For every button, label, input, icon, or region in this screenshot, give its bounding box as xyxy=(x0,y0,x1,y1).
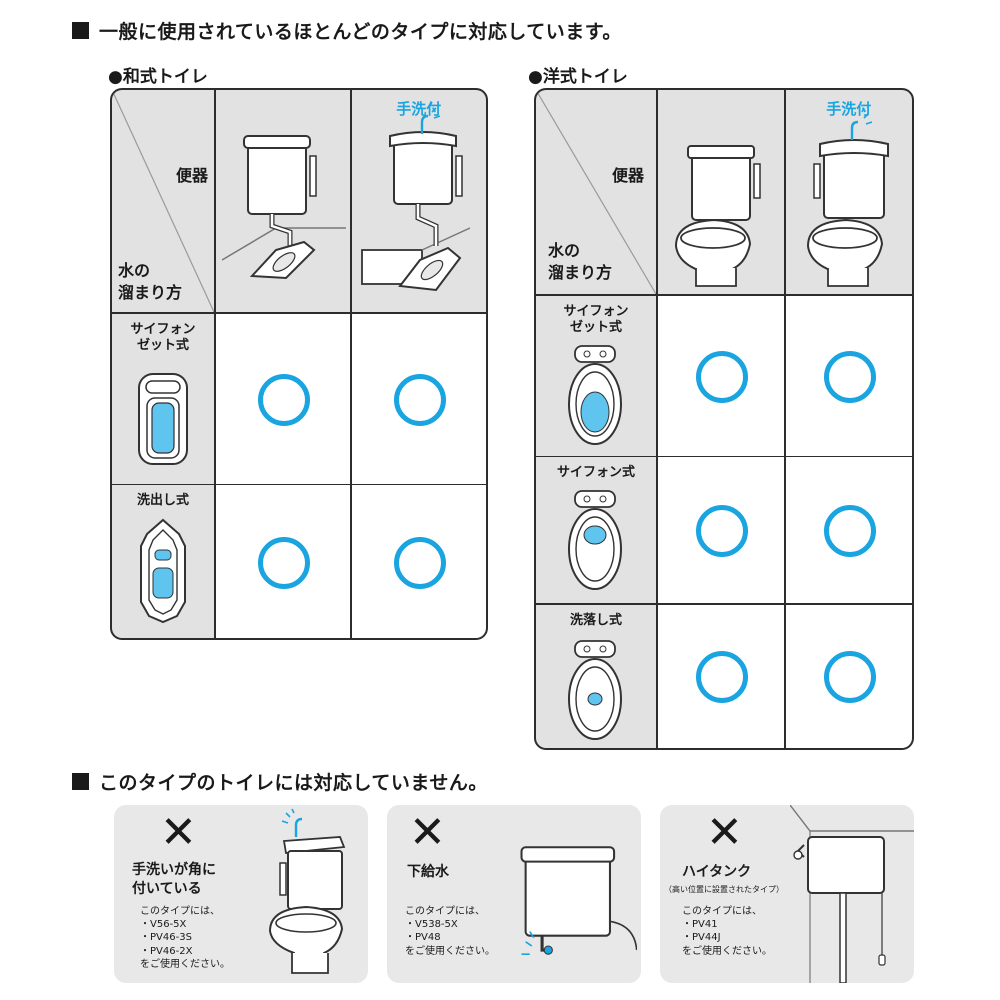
cell-western-sink-washdown xyxy=(785,604,912,748)
bottom-supply-tank-icon xyxy=(520,846,637,956)
washdown-western-bowl-icon xyxy=(568,639,622,740)
siphon-jet-western-bowl-icon xyxy=(568,344,622,445)
alternative-models: このタイプには、 ・V538-5X ・PV48 をご使用ください。 xyxy=(405,906,495,957)
western-toilet-icon xyxy=(674,145,761,287)
japanese-toilet-table: 便器 水の 溜まり方 手洗付 xyxy=(110,88,488,640)
cell-japanese-sink-washout xyxy=(351,485,486,638)
siphon-label: サイフォン式 xyxy=(556,465,635,480)
western-toilet-with-sink-icon xyxy=(806,107,889,287)
cell-japanese-siphon-jet xyxy=(215,313,350,484)
square-bullet-icon xyxy=(72,22,89,39)
supported-circle-mark xyxy=(695,350,748,403)
water-pooling-label: 水の 溜まり方 xyxy=(548,241,613,282)
western-toilet-title: ●洋式トイレ xyxy=(528,67,628,87)
alternative-models: このタイプには、 ・PV41 ・PV44J をご使用ください。 xyxy=(682,906,772,957)
cell-western-siphon-jet xyxy=(657,295,784,456)
toilet-bowl-label: 便器 xyxy=(611,166,644,185)
western-toilet-sink-column: 手洗付 xyxy=(785,90,912,294)
cell-western-washdown xyxy=(657,604,784,748)
cell-western-sink-siphon xyxy=(785,457,912,603)
supported-circle-mark xyxy=(823,350,876,403)
high-tank-icon xyxy=(790,805,914,983)
supported-heading: 一般に使用されているほとんどのタイプに対応しています。 xyxy=(72,17,622,44)
siphon-western-bowl-icon xyxy=(568,490,622,590)
supported-circle-mark xyxy=(257,373,310,426)
western-toilet-column xyxy=(657,90,784,294)
row-label-siphon: サイフォン式 xyxy=(536,457,656,603)
japanese-toilet-icon xyxy=(221,135,346,280)
washout-label: 洗出し式 xyxy=(136,493,189,508)
japanese-toilet-sink-column: 手洗付 xyxy=(351,90,486,312)
supported-circle-mark xyxy=(393,373,446,426)
row-label-washout: 洗出し式 xyxy=(112,485,214,638)
square-bullet-icon xyxy=(72,773,89,790)
cross-mark-icon: ✕ xyxy=(160,807,197,858)
diagonal-divider xyxy=(112,90,214,312)
japanese-toilet-column xyxy=(215,90,350,312)
supported-circle-mark xyxy=(695,505,748,557)
supported-circle-mark xyxy=(257,536,310,589)
cell-japanese-washout xyxy=(215,485,350,638)
unsupported-card-corner-sink: ✕ 手洗いが角に 付いている このタイプには、 ・V56-5X ・PV46-3S… xyxy=(114,805,368,983)
corner-sink-toilet-icon xyxy=(268,808,346,974)
cell-western-sink-siphon-jet xyxy=(785,295,912,456)
supported-circle-mark xyxy=(823,505,876,557)
toilet-bowl-label: 便器 xyxy=(175,166,208,185)
table-corner: 便器 水の 溜まり方 xyxy=(112,90,214,312)
unsupported-card-high-tank: ✕ ハイタンク （高い位置に設置されたタイプ） このタイプには、 ・PV41 ・… xyxy=(660,805,914,983)
cross-mark-icon: ✕ xyxy=(409,807,446,858)
siphon-jet-bowl-icon xyxy=(138,372,188,465)
washout-bowl-icon xyxy=(140,518,186,624)
table-corner: 便器 水の 溜まり方 xyxy=(536,90,656,294)
hand-wash-badge: 手洗付 xyxy=(826,100,872,118)
card-title: 手洗いが角に 付いている xyxy=(132,862,216,897)
washdown-label: 洗落し式 xyxy=(569,612,622,628)
supported-circle-mark xyxy=(393,536,446,589)
cross-mark-icon: ✕ xyxy=(706,807,743,858)
alternative-models: このタイプには、 ・V56-5X ・PV46-3S ・PV46-2X をご使用く… xyxy=(140,906,230,970)
supported-circle-mark xyxy=(695,651,748,704)
japanese-toilet-with-sink-icon xyxy=(360,101,470,292)
row-label-siphon-jet: サイフォン ゼット式 xyxy=(112,313,214,484)
japanese-toilet-title: ●和式トイレ xyxy=(108,67,208,87)
unsupported-heading: このタイプのトイレには対応していません。 xyxy=(72,768,488,795)
diagonal-divider xyxy=(536,90,656,294)
row-label-washdown: 洗落し式 xyxy=(536,604,656,748)
row-label-siphon-jet: サイフォン ゼット式 xyxy=(536,295,656,456)
western-toilet-table: 便器 水の 溜まり方 手洗付 サイ xyxy=(534,88,914,750)
cell-western-siphon xyxy=(657,457,784,603)
unsupported-card-bottom-supply: ✕ 下給水 このタイプには、 ・V538-5X ・PV48 をご使用ください。 xyxy=(387,805,641,983)
card-title: 下給水 xyxy=(407,864,449,880)
supported-circle-mark xyxy=(823,651,876,704)
cell-japanese-sink-siphon-jet xyxy=(351,313,486,484)
card-title: ハイタンク xyxy=(682,864,752,880)
card-note: （高い位置に設置されたタイプ） xyxy=(664,885,784,894)
water-pooling-label: 水の 溜まり方 xyxy=(118,261,183,302)
